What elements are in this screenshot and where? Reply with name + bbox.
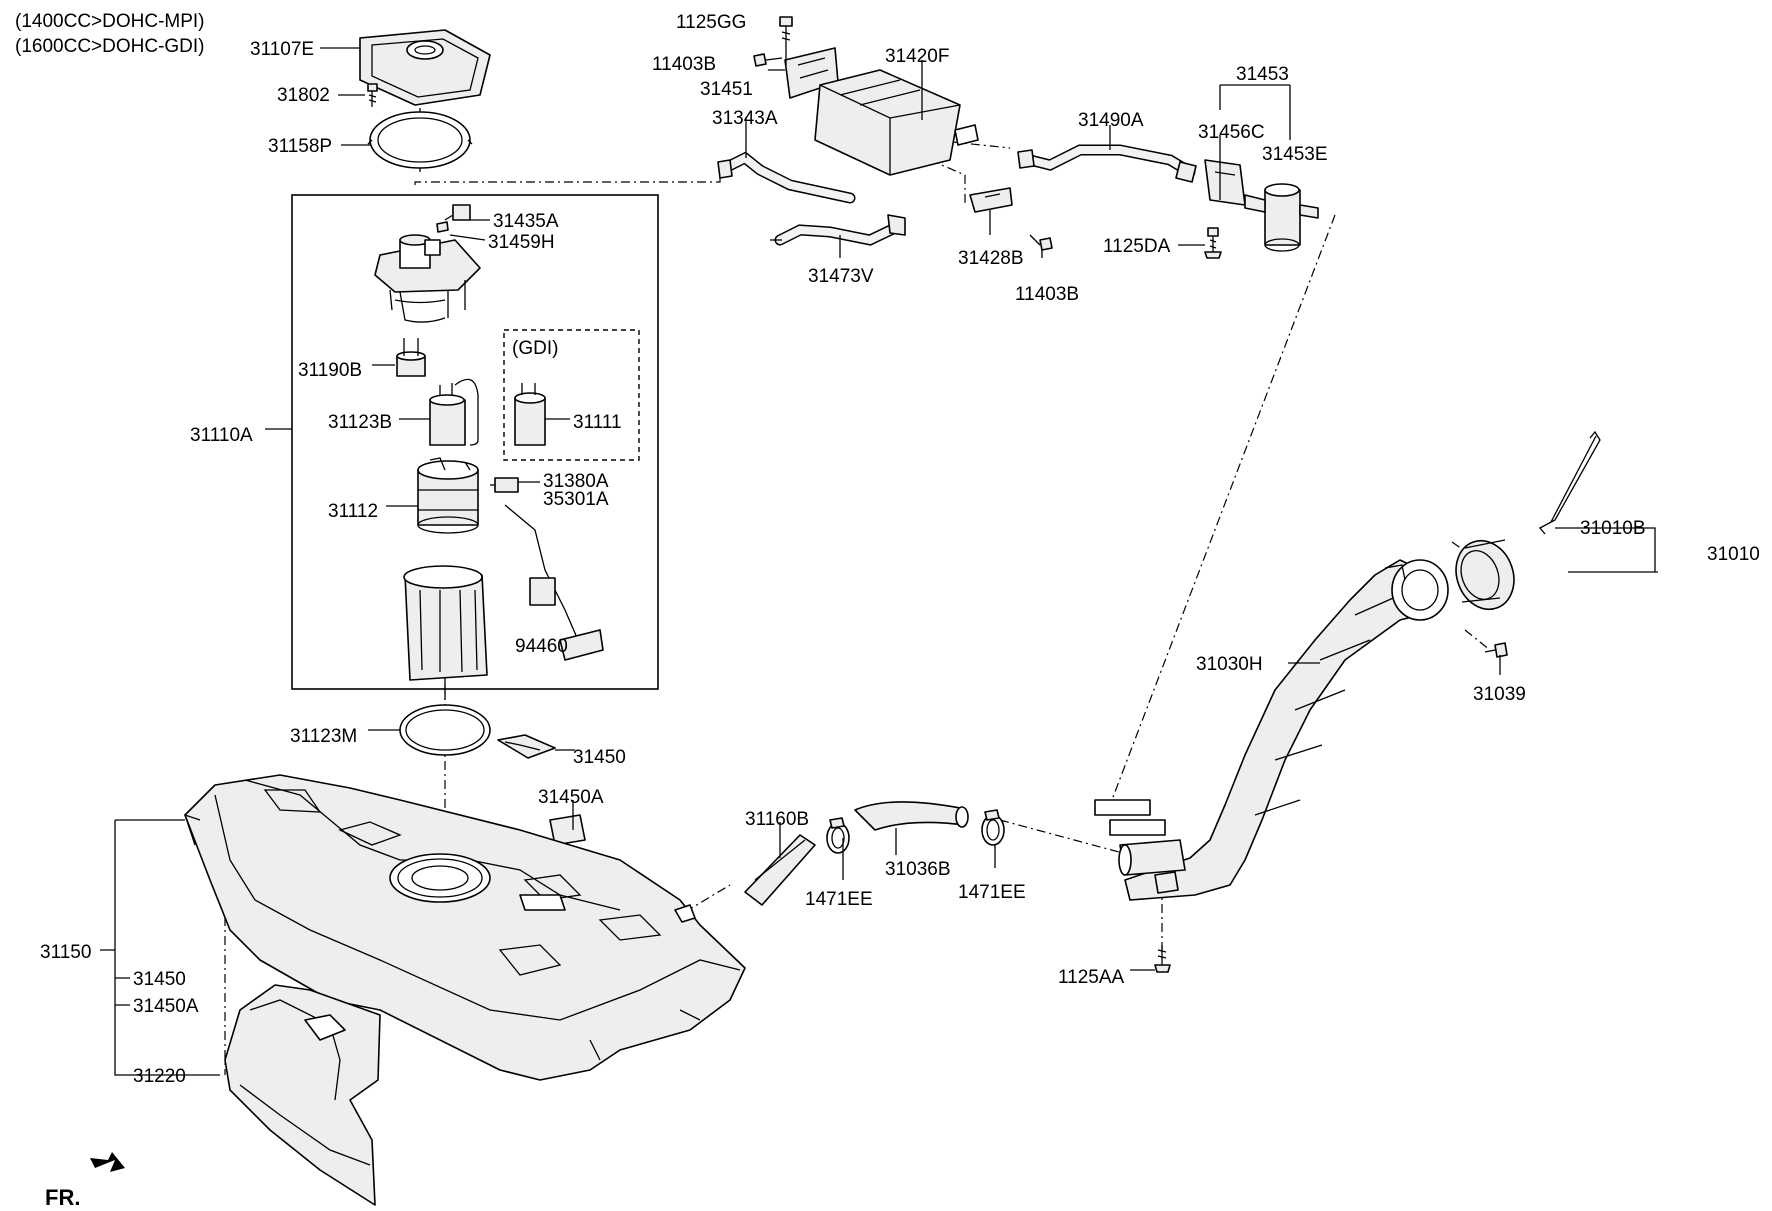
label-31190B: 31190B bbox=[298, 360, 362, 381]
label-31123B: 31123B bbox=[328, 412, 392, 433]
label-11403B-top: 11403B bbox=[652, 54, 716, 75]
fuel-pump-31123B bbox=[429, 378, 479, 446]
clip-31459H bbox=[436, 221, 449, 233]
vapor-tube-31473V bbox=[770, 214, 906, 246]
label-31435A: 31435A bbox=[493, 211, 559, 232]
label-31490A: 31490A bbox=[1078, 110, 1144, 131]
fuel-cap-31010 bbox=[1455, 539, 1515, 611]
fuel-tank-31150 bbox=[183, 774, 746, 1081]
label-31473V: 31473V bbox=[808, 266, 874, 287]
routing-lines bbox=[224, 139, 1491, 1075]
filter-31190B bbox=[396, 338, 426, 377]
label-31112: 31112 bbox=[328, 501, 378, 522]
label-11403B-bottom: 11403B bbox=[1015, 284, 1079, 305]
bolt-1125DA bbox=[1204, 227, 1222, 259]
label-1125DA: 1125DA bbox=[1103, 236, 1171, 257]
label-31010B: 31010B bbox=[1580, 518, 1646, 539]
gasket-31158P bbox=[367, 108, 473, 172]
label-31158P: 31158P bbox=[268, 136, 332, 157]
reservoir-cup bbox=[403, 565, 488, 681]
filter-31453E bbox=[1244, 183, 1319, 252]
front-direction-arrow bbox=[90, 1152, 125, 1172]
ring-gasket-31123M bbox=[399, 704, 491, 756]
bolt-31802 bbox=[367, 83, 378, 107]
label-31110A: 31110A bbox=[190, 425, 253, 446]
bolt-31039 bbox=[1484, 642, 1508, 658]
vapor-tube-31343A bbox=[717, 151, 856, 204]
canister-31420F bbox=[814, 69, 979, 176]
bolt-1125AA bbox=[1154, 945, 1171, 973]
label-31010: 31010 bbox=[1707, 544, 1760, 565]
label-35301A: 35301A bbox=[543, 489, 609, 510]
clamp-1471EE-left bbox=[826, 817, 850, 854]
label-31450-top: 31450 bbox=[573, 747, 626, 768]
fuel-tank-cover-31107E bbox=[359, 29, 491, 106]
label-1125AA: 1125AA bbox=[1058, 967, 1125, 988]
label-fr: FR. bbox=[45, 1185, 80, 1210]
label-31150: 31150 bbox=[40, 942, 91, 963]
label-31456C: 31456C bbox=[1198, 122, 1265, 143]
label-31453: 31453 bbox=[1236, 64, 1289, 85]
leader-lines bbox=[100, 47, 1658, 1076]
hose-31036B bbox=[854, 801, 969, 831]
clamp-1471EE-right bbox=[981, 809, 1005, 846]
label-31380A: 31380A bbox=[543, 471, 609, 492]
label-94460: 94460 bbox=[515, 636, 568, 657]
pump-holder-31112 bbox=[417, 457, 479, 534]
label-31123M: 31123M bbox=[290, 726, 357, 747]
label-31459H: 31459H bbox=[488, 232, 555, 253]
fuel-pump-assembly-box-31110A bbox=[291, 194, 659, 690]
bracket-31456C bbox=[1204, 159, 1246, 206]
fuel-pump-31111 bbox=[514, 383, 546, 446]
labels: (1400CC>DOHC-MPI) (1600CC>DOHC-GDI) 3110… bbox=[15, 11, 1760, 1210]
vent-hose-31490A bbox=[1017, 144, 1197, 183]
bolt-1125GG bbox=[779, 16, 793, 48]
gdi-variant-box bbox=[503, 329, 640, 461]
filler-neck-31030H bbox=[1094, 559, 1449, 901]
fuel-pump-flange bbox=[374, 234, 481, 323]
engine-note-2: (1600CC>DOHC-GDI) bbox=[15, 36, 205, 57]
label-31802: 31802 bbox=[277, 85, 330, 106]
label-31450A-top: 31450A bbox=[538, 787, 604, 808]
label-31420F: 31420F bbox=[885, 46, 949, 67]
sender-31380A bbox=[490, 477, 519, 493]
bracket-31450A bbox=[549, 814, 586, 846]
tether-31010B bbox=[1538, 430, 1601, 535]
engine-note-1: (1400CC>DOHC-MPI) bbox=[15, 11, 205, 32]
bolt-11403B-bottom bbox=[1029, 234, 1053, 251]
label-31451: 31451 bbox=[700, 79, 753, 100]
label-1471EE-right: 1471EE bbox=[958, 882, 1026, 903]
label-31107E: 31107E bbox=[250, 39, 314, 60]
protector-31160B bbox=[744, 834, 816, 906]
bracket-31450 bbox=[497, 734, 556, 759]
label-31428B: 31428B bbox=[958, 248, 1024, 269]
label-31160B: 31160B bbox=[745, 809, 809, 830]
connector-31435A bbox=[444, 204, 471, 221]
label-31030H: 31030H bbox=[1196, 654, 1263, 675]
label-1471EE-left: 1471EE bbox=[805, 889, 873, 910]
label-31453E: 31453E bbox=[1262, 144, 1328, 165]
heat-shield-31220 bbox=[224, 984, 381, 1206]
label-31220: 31220 bbox=[133, 1066, 186, 1087]
label-31111: 31111 bbox=[573, 412, 622, 433]
label-1125GG: 1125GG bbox=[676, 12, 746, 33]
label-31450A-list: 31450A bbox=[133, 996, 199, 1017]
bracket-31428B bbox=[969, 187, 1013, 213]
label-31450-list: 31450 bbox=[133, 969, 186, 990]
label-31036B: 31036B bbox=[885, 859, 951, 880]
fuel-level-sender-94460 bbox=[504, 504, 604, 661]
label-gdi: (GDI) bbox=[512, 338, 558, 359]
label-31343A: 31343A bbox=[712, 108, 778, 129]
bolt-11403B-top bbox=[753, 53, 783, 67]
label-31039: 31039 bbox=[1473, 684, 1526, 705]
